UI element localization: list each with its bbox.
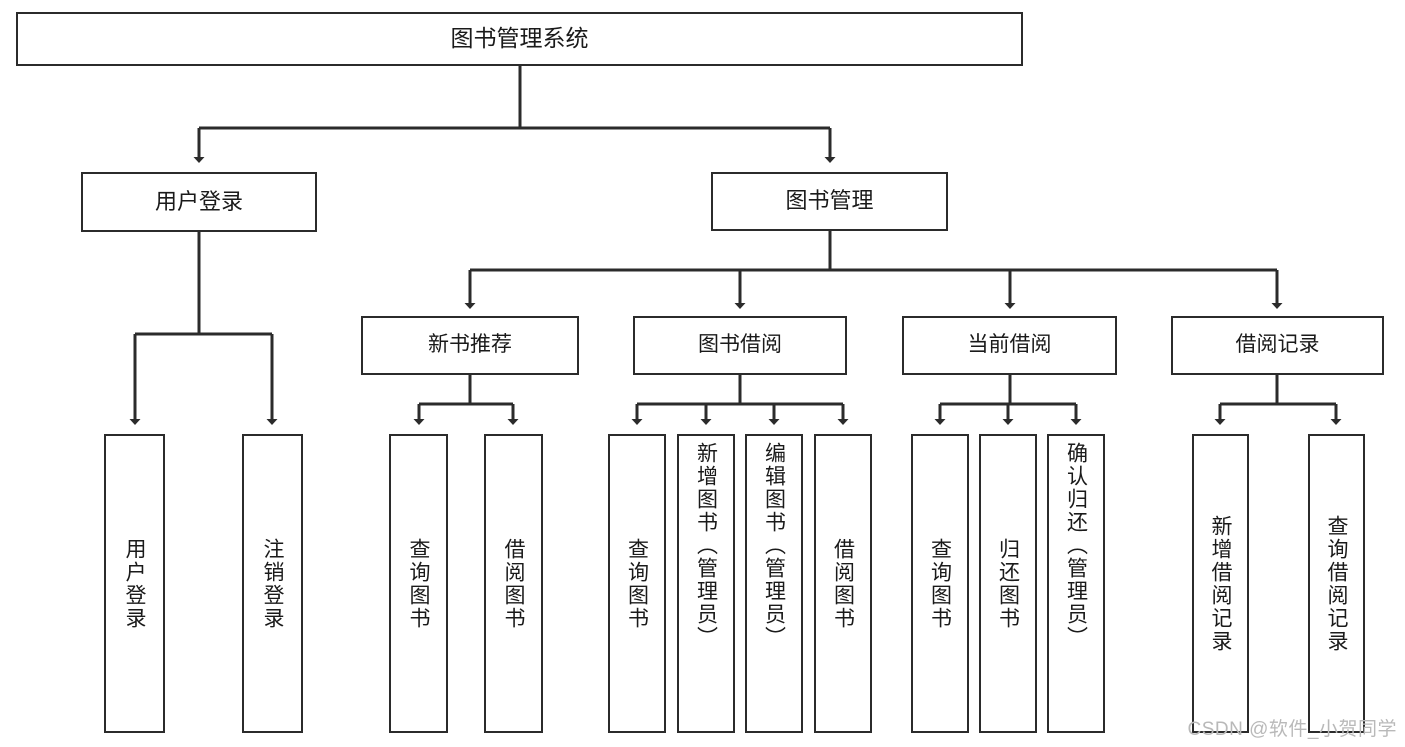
node-label: 归还图书: [996, 537, 1020, 630]
leaf-query-book-current[interactable]: 查询图书: [911, 434, 969, 733]
node-book-management[interactable]: 图书管理: [711, 172, 948, 231]
leaf-logout-login[interactable]: 注销登录: [242, 434, 303, 733]
node-label: 注销登录: [261, 537, 284, 630]
leaf-query-book-borrow[interactable]: 查询图书: [608, 434, 666, 733]
node-label: 借阅图书: [502, 537, 525, 630]
node-label: 图书管理: [785, 188, 874, 214]
node-current-borrow[interactable]: 当前借阅: [902, 316, 1117, 375]
node-label: 新增借阅记录: [1209, 514, 1232, 653]
node-label: 图书借阅: [698, 333, 782, 357]
leaf-confirm-return-admin[interactable]: 确认归还（管理员）: [1047, 434, 1105, 733]
node-label: 当前借阅: [967, 333, 1052, 357]
node-book-borrow[interactable]: 图书借阅: [633, 316, 847, 375]
node-root-system[interactable]: 图书管理系统: [16, 12, 1023, 66]
leaf-add-book-admin[interactable]: 新增图书（管理员）: [677, 434, 735, 733]
node-label: 借阅图书: [831, 537, 855, 630]
leaf-borrow-book-recommend[interactable]: 借阅图书: [484, 434, 543, 733]
leaf-query-book-recommend[interactable]: 查询图书: [389, 434, 448, 733]
node-new-book-recommend[interactable]: 新书推荐: [361, 316, 579, 375]
leaf-add-borrow-record[interactable]: 新增借阅记录: [1192, 434, 1249, 733]
node-label: 图书管理系统: [450, 25, 589, 52]
node-label: 用户登录: [154, 188, 243, 214]
watermark-text: CSDN @软件_小贺同学: [1187, 719, 1397, 740]
node-label: 确认归还（管理员）: [1064, 442, 1088, 649]
node-label: 查询借阅记录: [1325, 514, 1348, 653]
node-label: 查询图书: [407, 537, 430, 630]
node-label: 编辑图书（管理员）: [762, 442, 786, 649]
node-label: 查询图书: [928, 537, 952, 630]
node-label: 借阅记录: [1235, 333, 1320, 357]
leaf-return-book[interactable]: 归还图书: [979, 434, 1037, 733]
node-label: 新增图书（管理员）: [694, 442, 718, 649]
node-user-login[interactable]: 用户登录: [81, 172, 317, 232]
leaf-user-login[interactable]: 用户登录: [104, 434, 165, 733]
leaf-query-borrow-record[interactable]: 查询借阅记录: [1308, 434, 1365, 733]
node-label: 新书推荐: [428, 333, 512, 357]
leaf-edit-book-admin[interactable]: 编辑图书（管理员）: [745, 434, 803, 733]
node-label: 用户登录: [123, 537, 146, 630]
leaf-borrow-book[interactable]: 借阅图书: [814, 434, 872, 733]
node-label: 查询图书: [625, 537, 649, 630]
node-borrow-record[interactable]: 借阅记录: [1171, 316, 1384, 375]
